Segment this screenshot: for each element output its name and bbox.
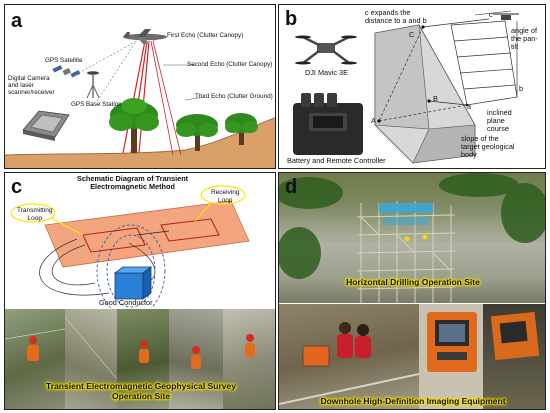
angle-label: angle of the pan- tilt (511, 26, 538, 51)
imaging-photo-strip: Downhole High-Definition Imaging Equipme… (279, 304, 545, 409)
point-c-label: C (409, 30, 415, 39)
second-echo-label: Second Echo (Clutter Canopy) (187, 61, 273, 68)
imaging-caption: Downhole High-Definition Imaging Equipme… (320, 396, 506, 406)
tree-icon (109, 98, 159, 153)
receive-label: Receiving Loop (211, 189, 240, 204)
panel-d-label: d (285, 176, 298, 198)
panel-b-label: b (285, 8, 298, 30)
line-a-label: a (467, 102, 472, 111)
panel-d: d Horizontal Drilling Operation Site (278, 172, 546, 410)
plane-course-grid (450, 20, 518, 106)
line-b-label: b (519, 84, 524, 93)
panel-b: b (278, 4, 546, 169)
expands-label: c expands the distance to a and b (365, 8, 427, 25)
third-echo-label: Third Echo (Clutter Ground) (195, 93, 273, 100)
plane-label: inclined plane course (487, 108, 512, 133)
line-c-label: c (489, 10, 493, 19)
scanner-device-icon (22, 110, 70, 141)
survey-caption: Transient Electromagnetic Geophysical Su… (46, 381, 236, 401)
panel-c-label: c (11, 176, 23, 198)
drone-label: DJI Mavic 3E (305, 68, 348, 77)
induced-field-lines (96, 224, 166, 308)
conductor-cube-icon (113, 266, 153, 300)
drilling-photo: d Horizontal Drilling Operation Site (279, 173, 545, 303)
controller-label: Battery and Remote Controller (287, 156, 386, 165)
tem-title: Schematic Diagram of Transient Electroma… (77, 174, 189, 191)
panel-a-label: a (11, 10, 23, 32)
gps-satellite-label: GPS Satellite (45, 57, 83, 64)
point-a-label: A (371, 116, 376, 125)
transmit-label: Transmitting Loop (17, 207, 53, 222)
small-drone-icon (493, 13, 519, 20)
laser-beams (122, 40, 182, 156)
camera-scanner-label: Digital Camera and laser scanner/receive… (8, 75, 55, 96)
surveyor-figures (5, 316, 255, 380)
airplane-icon (123, 29, 167, 44)
gps-base-station-icon (86, 71, 100, 99)
tree-icon (176, 114, 218, 151)
scaffold-drawing (279, 173, 545, 303)
survey-photo-strip: Transient Electromagnetic Geophysical Su… (5, 309, 275, 409)
remote-controller-icon (293, 93, 363, 155)
uav-geometry-diagram (293, 10, 519, 164)
imaging-device-icon (427, 312, 477, 372)
point-b-label: B (433, 94, 438, 103)
panel-c: c Schematic Diagram of Transien (4, 172, 276, 410)
satellite-icon (52, 65, 81, 78)
technician-figure (337, 322, 371, 358)
receiving-loop (160, 218, 220, 242)
tree-icon (225, 113, 258, 145)
transmitting-loop (82, 227, 146, 253)
tem-diagram (10, 185, 250, 308)
borehole-camera-icon (490, 311, 540, 361)
slope-label: slope of the target geological body (461, 134, 515, 159)
drilling-caption: Horizontal Drilling Operation Site (346, 277, 480, 287)
drone-icon (295, 35, 357, 65)
lidar-diagram (5, 29, 275, 168)
survey-photo-5 (223, 309, 275, 409)
first-echo-label: First Echo (Clutter Canopy) (167, 32, 244, 39)
panel-a: a (4, 4, 276, 169)
survey-photo-2 (65, 309, 117, 409)
conductor-label: Good Conductor (99, 298, 153, 307)
ground-shape (5, 117, 275, 168)
imaging-equipment-drawing (279, 311, 540, 405)
gps-base-label: GPS Base Station (71, 101, 122, 108)
